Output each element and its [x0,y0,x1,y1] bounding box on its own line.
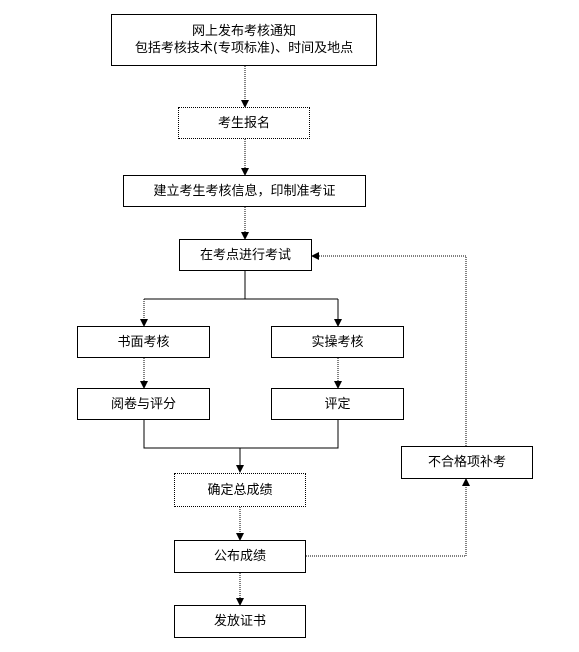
registration-label: 考生报名 [217,115,270,131]
publish-notice-line1: 网上发布考核通知 [191,24,296,39]
grading-box: 阅卷与评分 [77,388,210,420]
connector-retake-to-exam [311,252,467,446]
written-exam-label: 书面考核 [117,334,170,350]
create-info-box: 建立考生考核信息，印制准考证 [123,175,366,207]
written-exam-box: 书面考核 [77,326,210,358]
connector-merge [143,420,339,449]
practical-exam-label: 实操考核 [311,334,364,350]
exam-at-site-label: 在考点进行考试 [199,247,291,263]
create-info-label: 建立考生考核信息，印制准考证 [153,183,336,199]
retake-label: 不合格项补考 [427,455,506,470]
retake-box: 不合格项补考 [401,446,533,479]
issue-certificate-label: 发放证书 [213,614,266,629]
exam-at-site-box: 在考点进行考试 [179,239,312,271]
evaluation-box: 评定 [271,388,404,420]
publish-scores-box: 公布成绩 [174,540,306,573]
evaluation-label: 评定 [324,396,351,412]
connector-publish-to-retake [306,478,470,557]
publish-notice-line2: 包括考核技术(专项标准)、时间及地点 [134,41,354,56]
registration-box: 考生报名 [178,107,310,139]
confirm-scores-box: 确定总成绩 [174,473,306,507]
publish-scores-label: 公布成绩 [213,549,266,564]
practical-exam-box: 实操考核 [271,326,404,358]
grading-label: 阅卷与评分 [110,396,176,412]
confirm-scores-label: 确定总成绩 [207,482,273,498]
publish-notice-box: 网上发布考核通知 包括考核技术(专项标准)、时间及地点 [111,14,377,66]
issue-certificate-box: 发放证书 [174,605,306,638]
